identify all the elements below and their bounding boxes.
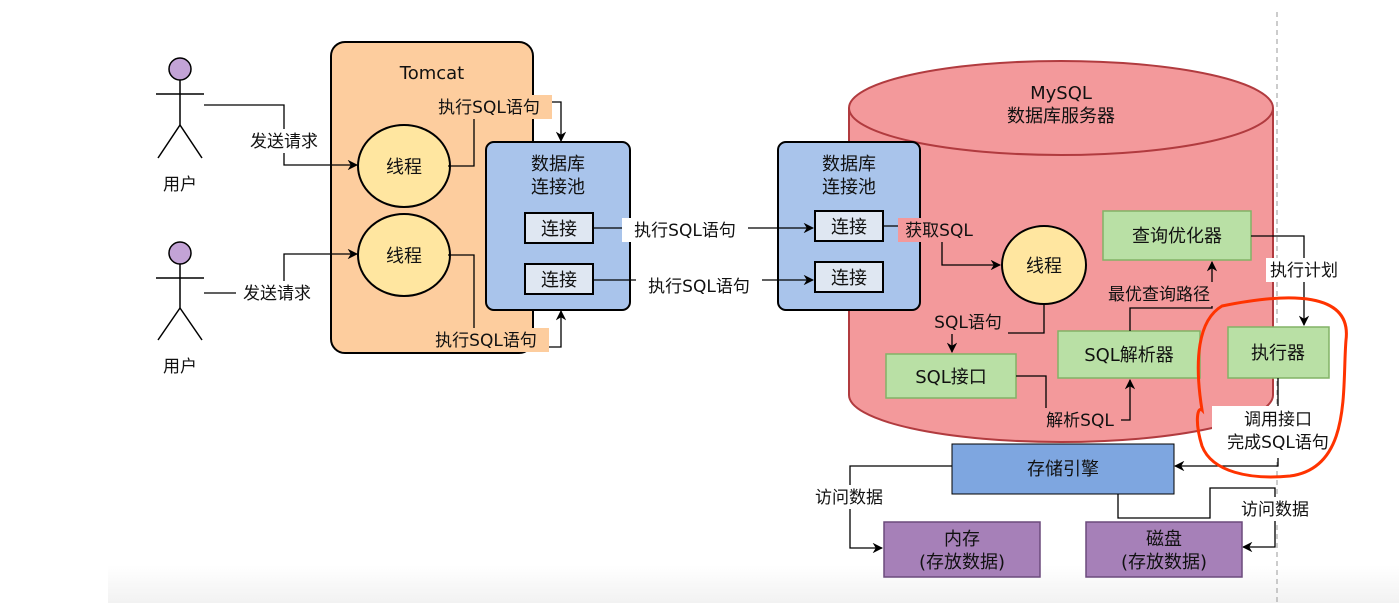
edge-label-exec-sql-bottom: 执行SQL语句: [435, 331, 537, 351]
label-bg: [243, 129, 325, 153]
label-bg: [426, 95, 552, 119]
svg-text:SQL解析器: SQL解析器: [1084, 345, 1174, 366]
edge-optimizer-executor: [1251, 235, 1310, 327]
svg-text:查询优化器: 查询优化器: [1132, 226, 1222, 247]
edge-label-get-sql: 获取SQL: [905, 221, 973, 241]
actor-label: 用户: [163, 357, 197, 377]
memory-box: 内存 (存放数据): [883, 521, 1041, 578]
mysql-connection-2: 连接: [814, 261, 884, 293]
sql-parser-box: SQL解析器: [1057, 330, 1201, 379]
label-bg: [1266, 258, 1342, 282]
edge-label-exec-sql-top: 执行SQL语句: [438, 98, 540, 118]
edge-storage-disk: [1117, 487, 1276, 553]
tomcat-thread-1: 线程: [357, 124, 451, 208]
pool-title-line2: 连接池: [822, 177, 876, 198]
label-bg: [636, 274, 762, 298]
sql-interface-box: SQL接口: [885, 353, 1017, 399]
executor-box: 执行器: [1227, 326, 1330, 379]
edge-label-exec-sql-conn1: 执行SQL语句: [634, 221, 736, 241]
label-bg: [1039, 408, 1121, 432]
label-bg: [1096, 282, 1222, 306]
label-bg: [808, 485, 890, 509]
edge-label-send-request-1: 发送请求: [250, 132, 318, 152]
storage-engine-box: 存储引擎: [951, 443, 1175, 495]
svg-text:线程: 线程: [1026, 256, 1062, 277]
edge-label-exec-plan: 执行计划: [1270, 261, 1338, 281]
edge-label-send-request-2: 发送请求: [243, 284, 311, 304]
disk-line2: (存放数据): [1121, 552, 1207, 573]
tomcat-connection-1: 连接: [524, 212, 594, 244]
svg-text:SQL接口: SQL接口: [915, 367, 987, 388]
actor-head: [168, 241, 192, 265]
tomcat-thread-2: 线程: [357, 213, 451, 297]
edge-label-access-data-right: 访问数据: [1241, 500, 1309, 520]
mysql-title-line1: MySQL: [1030, 83, 1092, 104]
tomcat-title: Tomcat: [399, 63, 464, 84]
edge-label-sql-statement: SQL语句: [934, 313, 1002, 333]
tomcat-connection-2: 连接: [524, 263, 594, 295]
svg-text:执行器: 执行器: [1251, 343, 1305, 364]
pool-title-line1: 数据库: [531, 154, 585, 175]
disk-box: 磁盘 (存放数据): [1085, 521, 1243, 578]
svg-text:存储引擎: 存储引擎: [1027, 459, 1099, 480]
svg-text:线程: 线程: [386, 157, 422, 178]
edge-label-parse-sql: 解析SQL: [1046, 411, 1114, 431]
label-bg: [236, 281, 318, 305]
edge-label-best-path: 最优查询路径: [1108, 285, 1210, 305]
label-bg: [928, 310, 1008, 334]
query-optimizer-box: 查询优化器: [1102, 210, 1252, 261]
actor-user-2: 用户: [156, 241, 204, 377]
svg-text:连接: 连接: [541, 219, 577, 240]
mysql-connection-pool: 数据库 连接池 连接 连接: [777, 141, 921, 311]
svg-text:连接: 连接: [831, 217, 867, 238]
label-bg: [898, 218, 980, 242]
label-bg: [622, 218, 748, 242]
memory-line1: 内存: [944, 529, 980, 550]
actor-label: 用户: [163, 175, 197, 195]
actor-head: [168, 57, 192, 81]
svg-text:连接: 连接: [831, 268, 867, 289]
left-margin: [0, 0, 108, 603]
svg-text:连接: 连接: [541, 270, 577, 291]
edge-label-call-interface-2: 完成SQL语句: [1227, 433, 1329, 453]
edge-label-exec-sql-conn2: 执行SQL语句: [648, 277, 750, 297]
pool-title-line1: 数据库: [822, 154, 876, 175]
pool-title-line2: 连接池: [531, 177, 585, 198]
disk-line1: 磁盘: [1146, 529, 1182, 550]
label-bg: [1212, 406, 1342, 458]
memory-line2: (存放数据): [919, 552, 1005, 573]
highlight-circle-executor: [1195, 296, 1348, 479]
label-bg: [423, 328, 549, 352]
actor-user-1: 用户: [156, 57, 204, 195]
svg-text:线程: 线程: [386, 246, 422, 267]
tomcat-connection-pool: 数据库 连接池 连接 连接: [485, 141, 631, 311]
edge-label-access-data-left: 访问数据: [815, 488, 883, 508]
mysql-connection-1: 连接: [814, 210, 884, 242]
mysql-thread: 线程: [1001, 225, 1087, 305]
label-bg: [1234, 497, 1316, 521]
edge-label-call-interface-1: 调用接口: [1244, 410, 1312, 430]
mysql-title-line2: 数据库服务器: [1007, 106, 1115, 127]
